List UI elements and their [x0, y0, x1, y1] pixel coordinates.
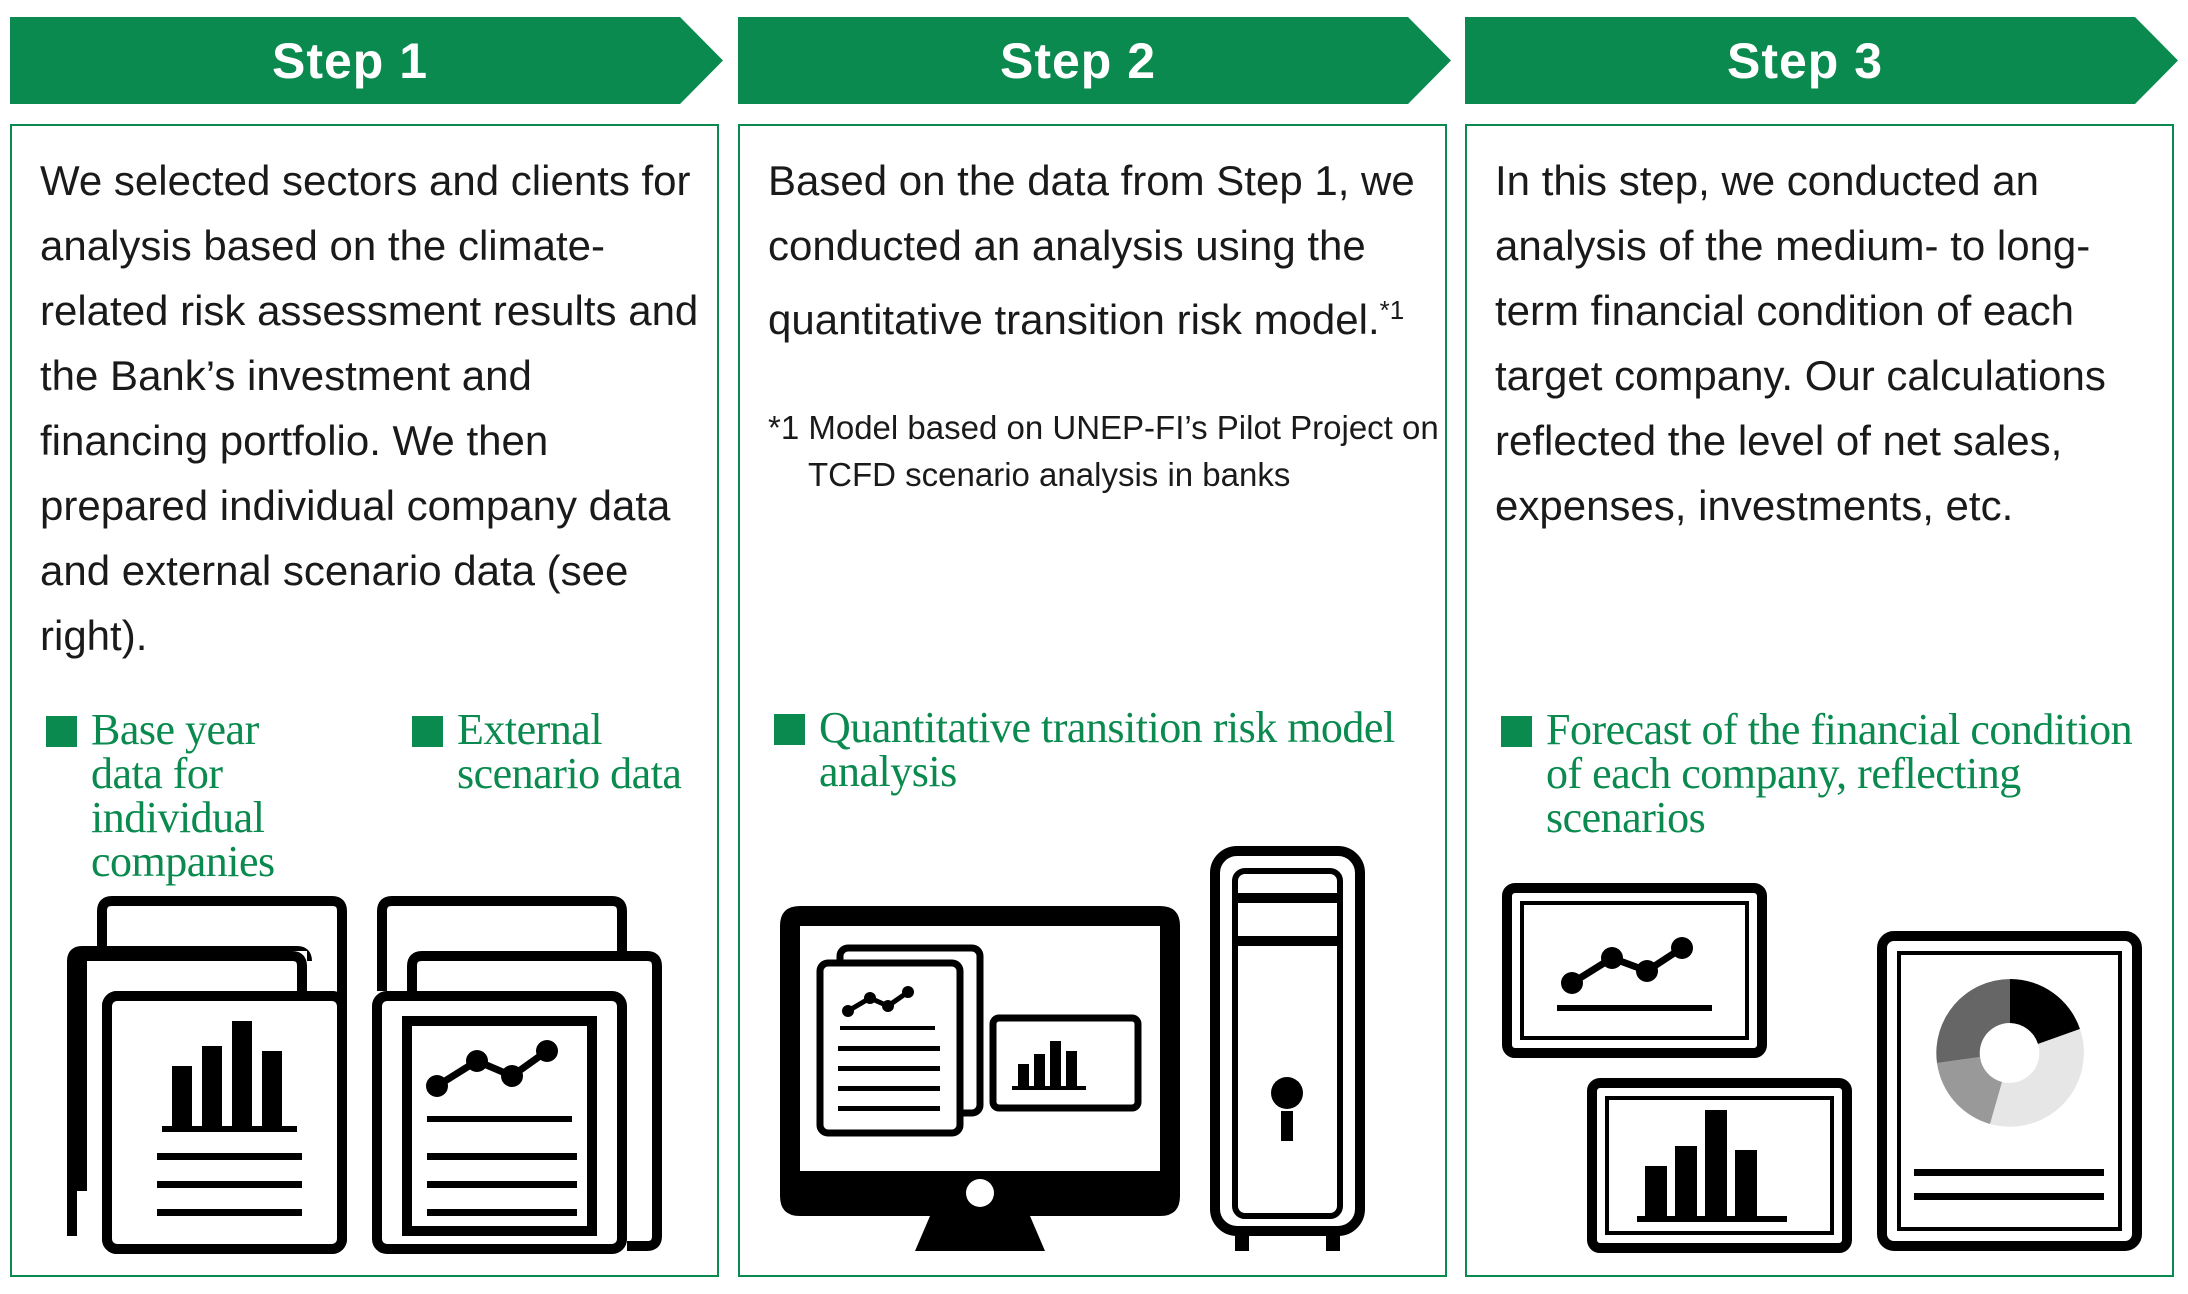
- step-1-box: We selected sectors and clients for anal…: [10, 124, 719, 1277]
- bar-chart-documents-icon: [67, 896, 347, 1254]
- tag-square-icon: [412, 716, 443, 747]
- step-3-label: Step 3: [1726, 32, 1884, 89]
- step-2-box: Based on the data from Step 1, we conduc…: [738, 124, 1447, 1277]
- bar-chart-screen-icon: [1587, 1078, 1852, 1253]
- step-2-column: Step 2 Based on the data from Step 1, we…: [738, 0, 1451, 1294]
- tag-square-icon: [1501, 716, 1532, 747]
- tag-square-icon: [46, 716, 77, 747]
- step-2-description: Based on the data from Step 1, we conduc…: [768, 148, 1438, 352]
- line-chart-documents-icon: [372, 896, 662, 1254]
- computer-monitor-icon: [780, 906, 1180, 1251]
- step-2-description-text: Based on the data from Step 1, we conduc…: [768, 157, 1415, 343]
- tag-label: Forecast of the financial condition of e…: [1546, 705, 2133, 842]
- tag-external-scenario-data: External scenario data: [412, 708, 712, 796]
- step-1-column: Step 1 We selected sectors and clients f…: [10, 0, 723, 1294]
- step-arrow-shape: [738, 17, 1451, 104]
- step-3-box: In this step, we conducted an analysis o…: [1465, 124, 2174, 1277]
- step-1-label: Step 1: [271, 32, 429, 89]
- tag-base-year-data: Base year data for individual companies: [46, 708, 306, 884]
- tag-quantitative-analysis: Quantitative transition risk model analy…: [774, 706, 1434, 794]
- step-1-banner: Step 1: [10, 17, 723, 104]
- step-3-banner: Step 3: [1465, 17, 2178, 104]
- step-1-description: We selected sectors and clients for anal…: [40, 157, 699, 659]
- step-arrow-shape: [10, 17, 723, 104]
- step-3-column: Step 3 In this step, we conducted an ana…: [1465, 0, 2178, 1294]
- pie-chart-report-icon: [1877, 931, 2142, 1251]
- tag-financial-forecast: Forecast of the financial condition of e…: [1501, 708, 2171, 840]
- tag-square-icon: [774, 714, 805, 745]
- step-2-label: Step 2: [999, 32, 1157, 89]
- tag-label: Quantitative transition risk model analy…: [819, 703, 1395, 796]
- tag-label: Base year data for individual companies: [91, 705, 275, 886]
- step-2-banner: Step 2: [738, 17, 1451, 104]
- footnote-ref: *1: [1379, 295, 1405, 325]
- tag-label: External scenario data: [457, 705, 682, 798]
- step-arrow-shape: [1465, 17, 2178, 104]
- line-chart-screen-icon: [1502, 883, 1767, 1058]
- desktop-tower-icon: [1210, 846, 1365, 1251]
- step-3-description: In this step, we conducted an analysis o…: [1495, 157, 2106, 529]
- step-2-footnote: *1 Model based on UNEP-FI’s Pilot Projec…: [768, 409, 1439, 493]
